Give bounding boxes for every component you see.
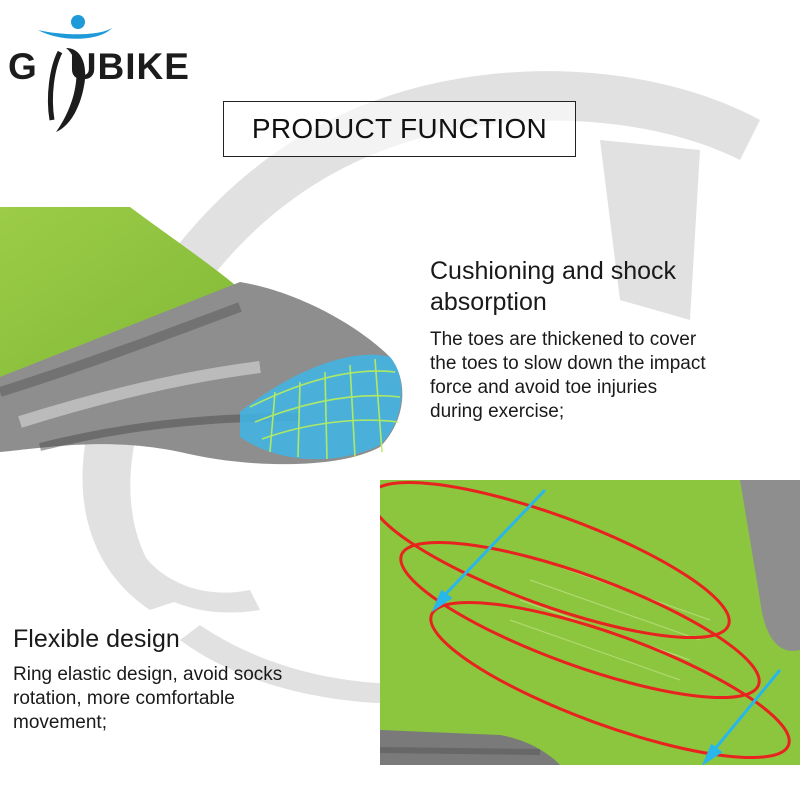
stretch-arrows	[431, 488, 782, 765]
rotation-arrows	[380, 480, 791, 760]
description-line: force and avoid toe injuries	[430, 377, 658, 398]
description-line: The toes are thickened to cover	[430, 329, 697, 350]
logo-arms-icon	[38, 28, 112, 39]
sock-elastic-ring-image	[380, 480, 800, 765]
feature-heading: Flexible design	[13, 625, 180, 653]
description-line: Ring elastic design, avoid socks	[13, 664, 283, 685]
feature-description: The toes are thickened to cover the toes…	[430, 328, 790, 424]
feature-cushioning: Cushioning and shock absorption The toes…	[430, 256, 790, 424]
description-line: the toes to slow down the impact	[430, 353, 706, 374]
logo-head-icon	[71, 15, 85, 29]
sock-toe-cushion-image	[0, 207, 403, 465]
page-title: PRODUCT FUNCTION	[223, 101, 576, 157]
description-line: rotation, more comfortable	[13, 688, 235, 709]
feature-description: Ring elastic design, avoid socks rotatio…	[13, 663, 373, 735]
feature-heading: Cushioning and shock absorption	[430, 257, 676, 316]
logo-wordmark: G UBIKE	[8, 46, 190, 88]
brand-logo	[38, 15, 112, 132]
description-line: movement;	[13, 712, 107, 733]
feature-flexible-design: Flexible design Ring elastic design, avo…	[13, 624, 373, 735]
logo-letters-ubike: UBIKE	[69, 46, 190, 87]
logo-wheel-icon	[56, 48, 86, 132]
logo-letter-g: G	[8, 46, 38, 87]
description-line: during exercise;	[430, 401, 565, 422]
